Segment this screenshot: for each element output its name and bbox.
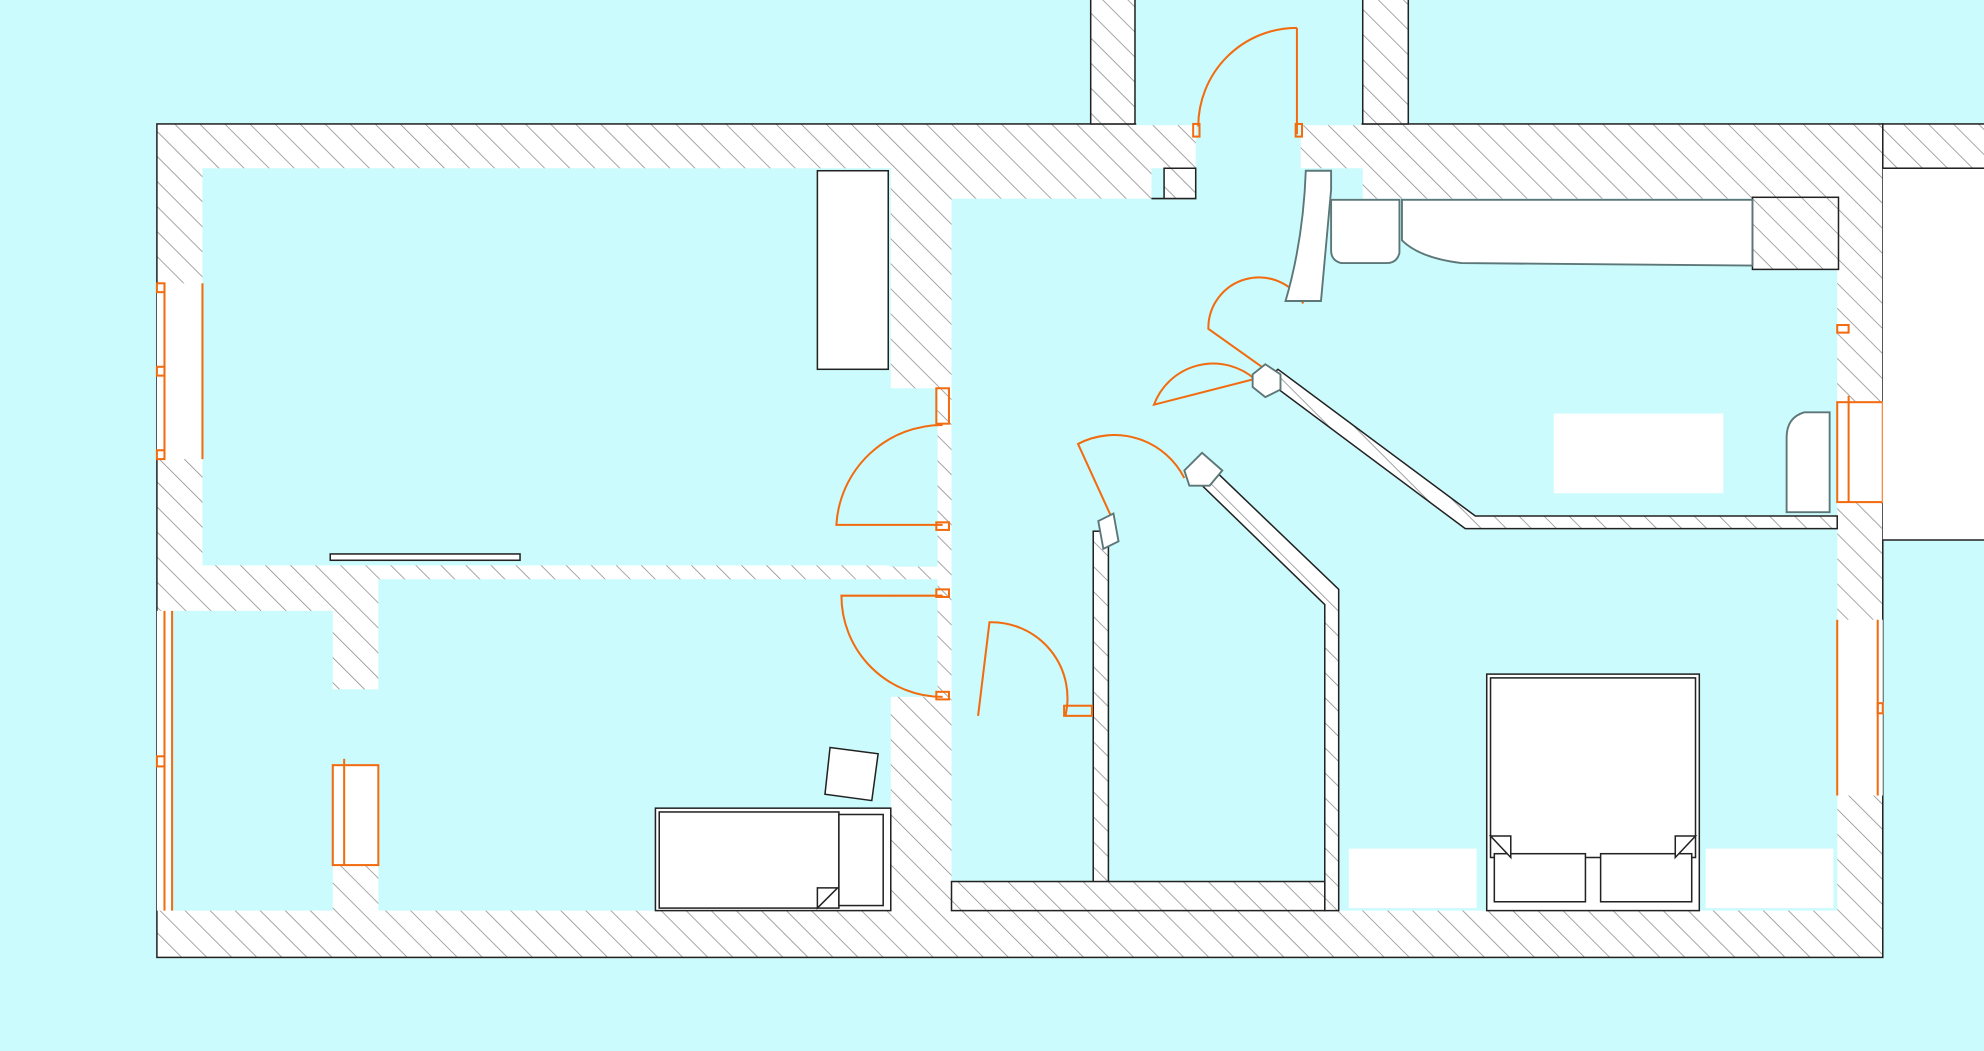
door-frame (935, 588, 950, 598)
window-frame (155, 282, 166, 294)
door-frame (935, 521, 950, 531)
pillow-left (1493, 852, 1587, 903)
window-frame (1836, 324, 1850, 334)
nightstand-right (1705, 848, 1834, 909)
window-frame (155, 365, 166, 377)
bed-fold-left (1488, 835, 1512, 860)
window-right-lower (1837, 619, 1883, 796)
room-living (202, 168, 891, 566)
door-frame (1192, 122, 1201, 138)
window-frame (155, 755, 166, 768)
armchair (1785, 411, 1831, 514)
window-small-room (331, 764, 380, 867)
bed-fold-right (1674, 835, 1698, 860)
room-bedroom-left-alcove (889, 579, 938, 697)
door-hinge-block (1183, 451, 1224, 487)
corridor-wall-left (1089, 0, 1136, 125)
door-entrance (1197, 26, 1298, 135)
chair (824, 746, 879, 802)
bottom-inner-wall (950, 880, 1326, 912)
nightstand-left (1348, 848, 1477, 909)
bed-single (658, 811, 840, 909)
windows (155, 282, 1884, 911)
doors (835, 26, 1305, 717)
window-frame (155, 449, 166, 461)
counter-end (1284, 169, 1333, 302)
shelf (329, 553, 521, 562)
window-frame (1876, 702, 1884, 715)
room-living-alcove (889, 388, 938, 567)
door-wc (1076, 434, 1186, 517)
door-hinge-block (1251, 363, 1282, 399)
pillow-right (1599, 852, 1693, 903)
bed-fold (816, 887, 840, 910)
door-bedroom-left (840, 594, 943, 698)
bed-double (1489, 677, 1697, 859)
kitchen-sink (1330, 198, 1401, 265)
kitchen-counter (1401, 198, 1754, 267)
furniture (329, 167, 1984, 912)
top-wall-extension (1882, 123, 1984, 169)
door-frame (935, 387, 950, 425)
desk (1553, 413, 1724, 494)
diagonal-wall-upper (1264, 368, 1838, 530)
door-closet (1152, 362, 1264, 407)
wardrobe (816, 169, 890, 371)
door-frame (1063, 704, 1093, 717)
corridor-outside (1136, 0, 1362, 126)
room-small (172, 610, 333, 911)
hall-top-wall (1151, 167, 1197, 200)
window-frame (1836, 401, 1884, 504)
door-frame (935, 690, 950, 701)
door-bathroom (977, 621, 1069, 717)
door-frame (1294, 122, 1304, 138)
balcony (1882, 168, 1984, 541)
corridor-wall-right (1361, 0, 1410, 125)
partition-wall-vertical (1092, 530, 1110, 890)
door-hinge-block (1097, 512, 1120, 551)
column-block (1751, 196, 1840, 271)
bed-pillow (838, 813, 884, 907)
door-living (835, 423, 943, 526)
